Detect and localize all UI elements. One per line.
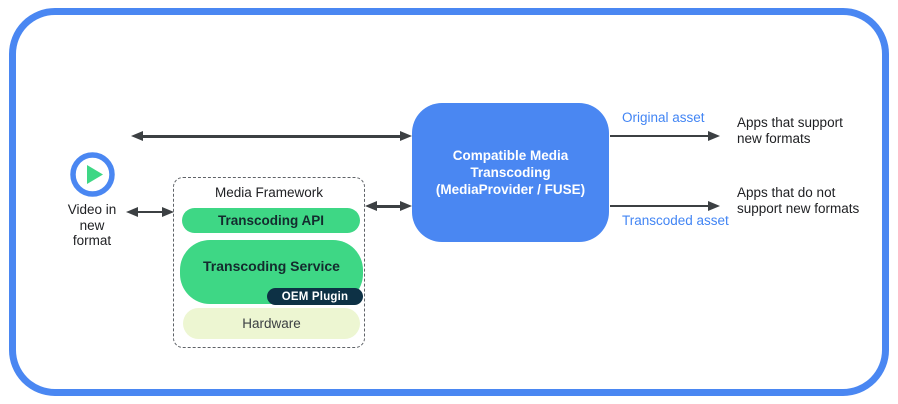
play-icon-svg	[70, 152, 115, 197]
arrowhead-right-icon	[400, 131, 412, 141]
arrowhead-left-icon	[365, 201, 377, 211]
oem-plugin-label: OEM Plugin	[281, 290, 349, 303]
arrow-line	[141, 135, 402, 138]
hardware-label: Hardware	[242, 316, 301, 331]
transcoded-asset-label: Transcoded asset	[622, 213, 729, 228]
arrow-transcoded-asset	[610, 199, 720, 212]
original-asset-label: Original asset	[622, 110, 705, 125]
arrowhead-right-icon	[162, 206, 174, 217]
apps-no-support-label: Apps that do not support new formats	[737, 185, 860, 216]
transcoding-service-label: Transcoding Service	[203, 258, 340, 274]
video-source-label: Video in new format	[67, 202, 117, 248]
transcoding-api-pill: Transcoding API	[182, 208, 360, 233]
compatible-media-transcoding-box: Compatible Media Transcoding (MediaProvi…	[412, 103, 609, 242]
arrowhead-left-icon	[126, 206, 138, 217]
arrow-video-to-transcoder	[131, 130, 412, 143]
compatible-media-transcoding-label: Compatible Media Transcoding (MediaProvi…	[435, 148, 586, 197]
arrowhead-right-icon	[708, 130, 720, 141]
arrow-framework-to-transcoder	[365, 200, 412, 213]
hardware-box: Hardware	[183, 308, 360, 339]
media-framework-title: Media Framework	[214, 185, 324, 200]
transcoding-api-label: Transcoding API	[217, 213, 325, 228]
apps-support-label: Apps that support new formats	[737, 115, 843, 146]
arrow-video-to-framework	[126, 205, 174, 218]
arrow-line	[375, 205, 402, 208]
diagram-border	[9, 8, 889, 396]
play-icon	[70, 152, 115, 197]
arrow-line	[136, 210, 164, 213]
arrow-line	[610, 134, 710, 137]
arrowhead-right-icon	[400, 201, 412, 211]
arrow-line	[610, 204, 710, 207]
arrow-original-asset	[610, 129, 720, 142]
arrowhead-right-icon	[708, 200, 720, 211]
oem-plugin-pill: OEM Plugin	[267, 288, 363, 305]
arrowhead-left-icon	[131, 131, 143, 141]
media-framework-box: Media Framework Transcoding API Transcod…	[173, 177, 365, 348]
